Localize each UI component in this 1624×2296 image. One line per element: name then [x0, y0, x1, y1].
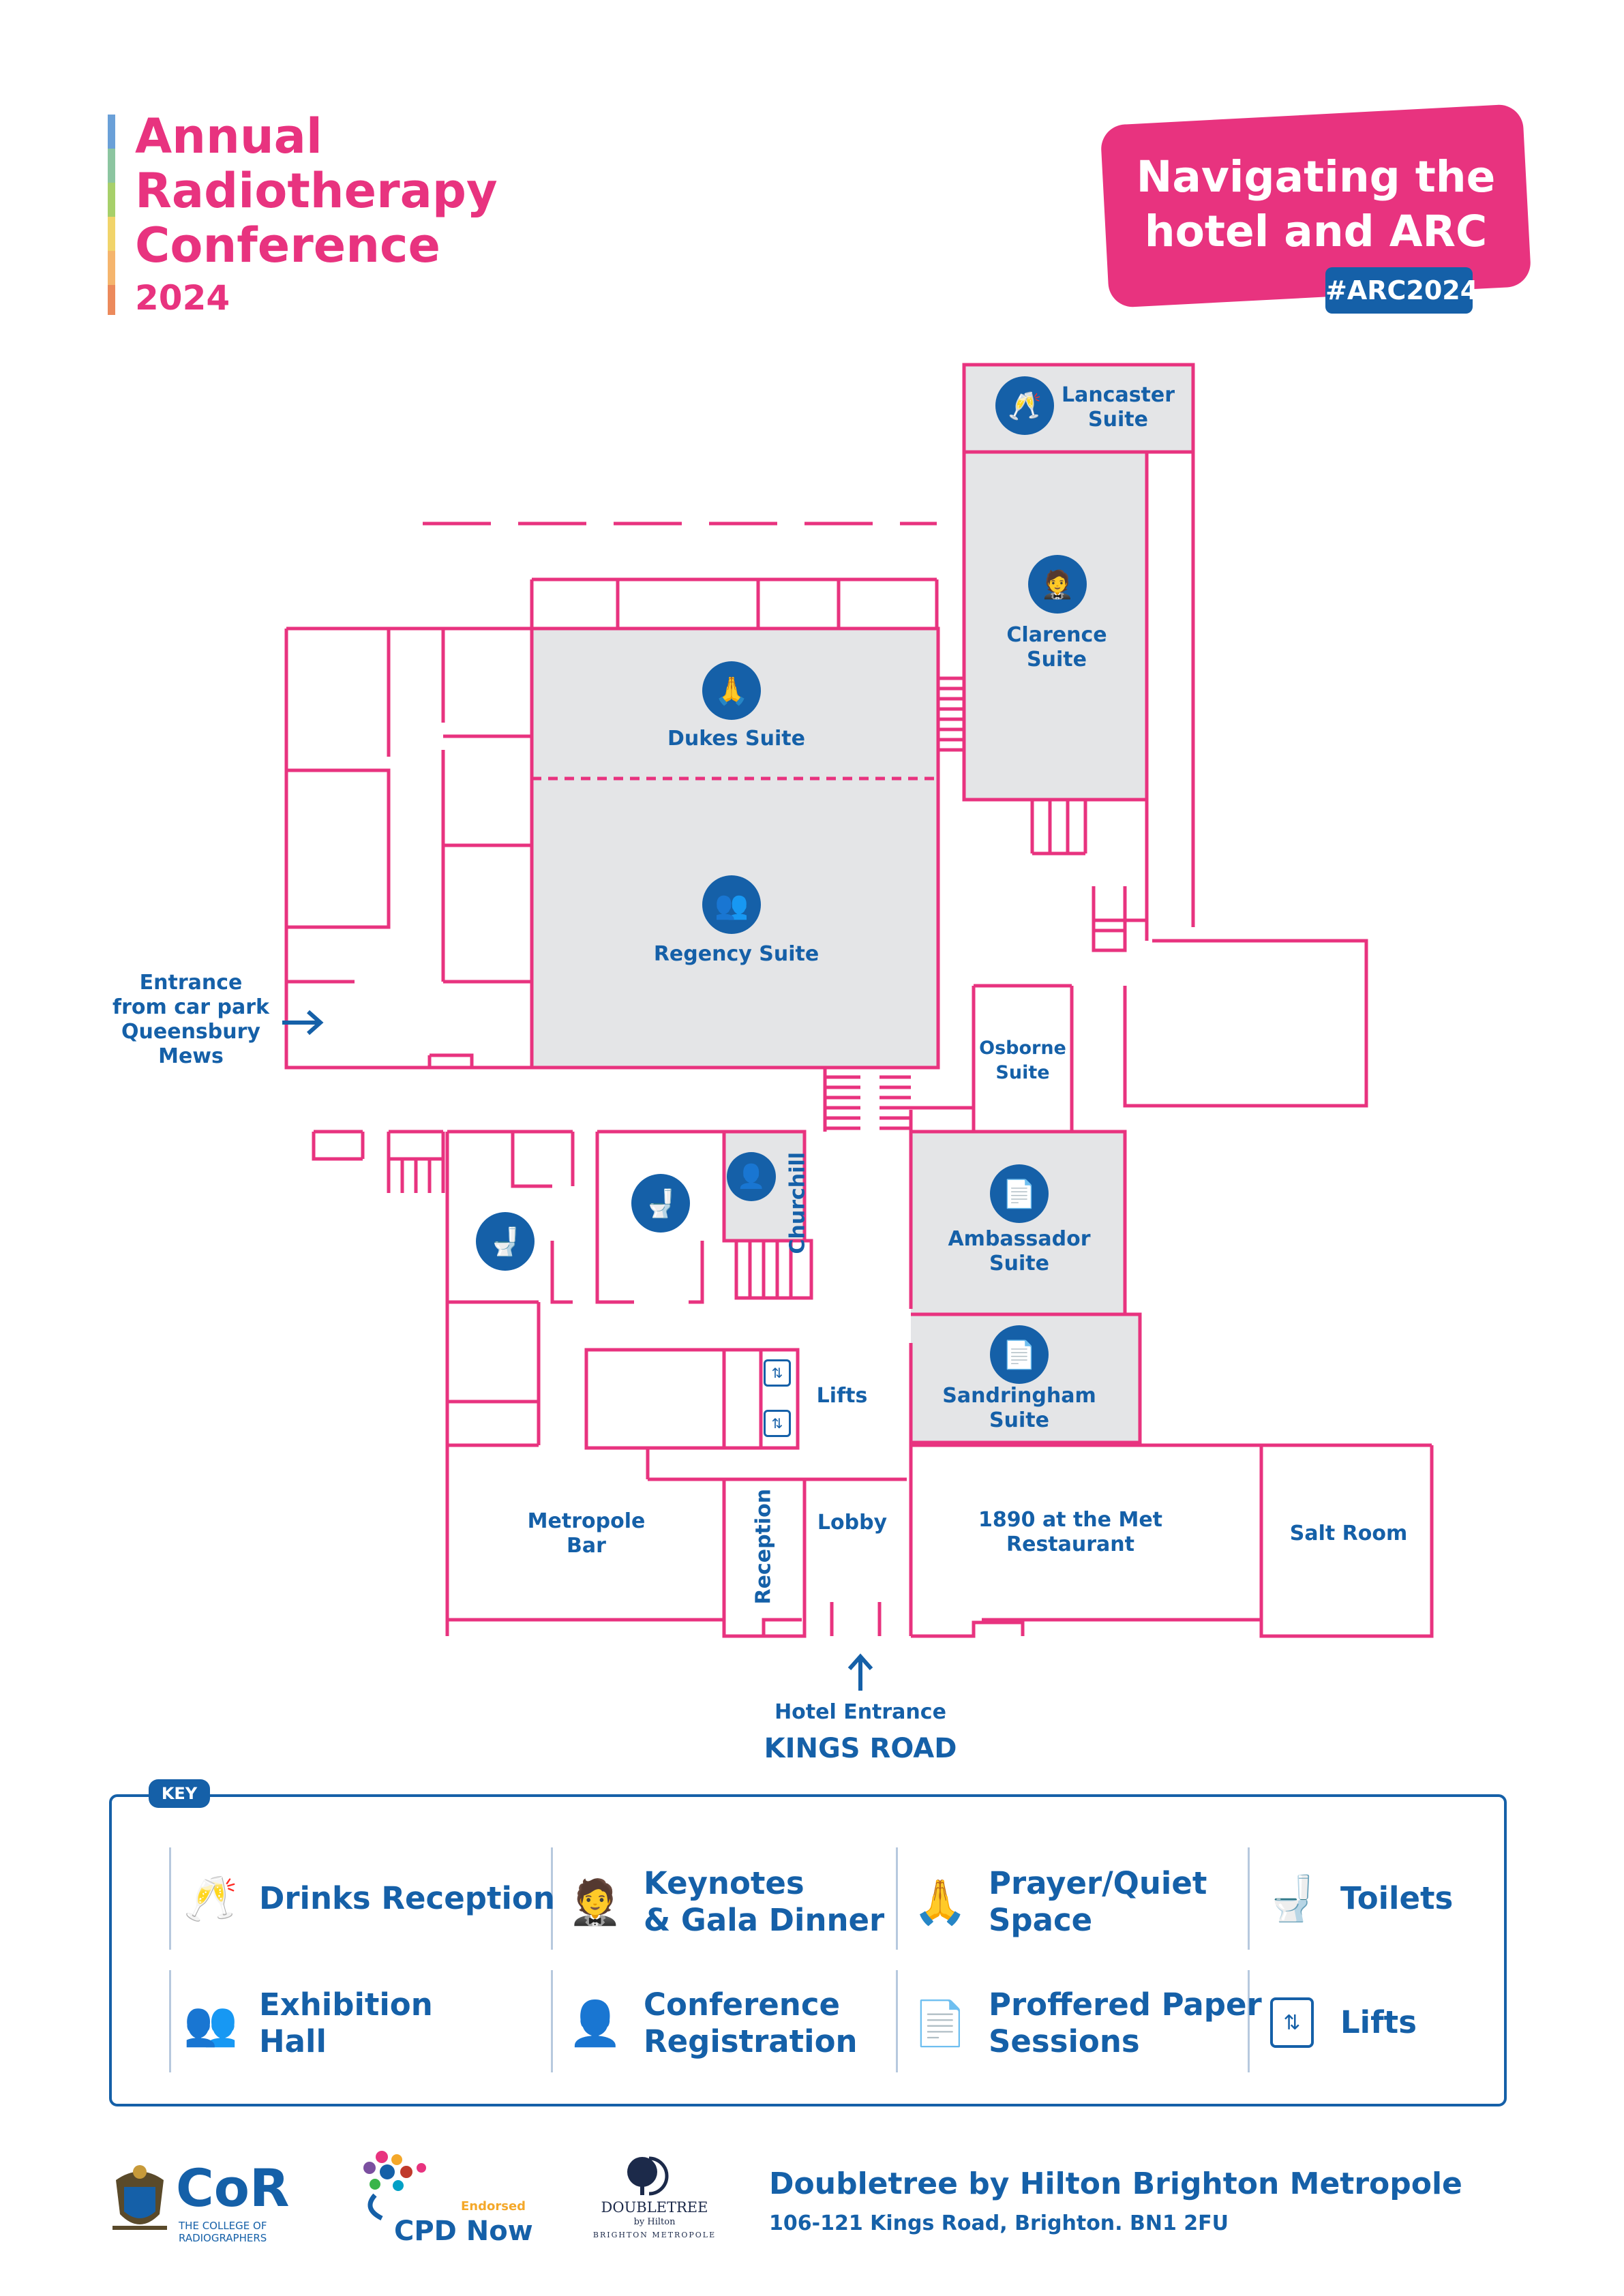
cpd-now-text: CPD Now [394, 2216, 533, 2247]
lift-icon: ⇅ [1261, 1992, 1323, 2053]
prayer-quiet-space-icon: 🙏 [702, 661, 761, 720]
accent-bar [108, 115, 115, 149]
room-fills [532, 365, 1193, 1442]
toilet-icon: 🚽 [476, 1212, 535, 1271]
key-item-prayer: 🙏 Prayer/Quiet Space [909, 1865, 1207, 1939]
conference-title-line: Annual [135, 108, 322, 164]
key-item-toilets: 🚽 Toilets [1261, 1868, 1453, 1929]
clarence-suite-area [964, 452, 1147, 800]
room-label-sandringham: Sandringham Suite [942, 1384, 1096, 1432]
cor-logo-text: CoR [176, 2158, 290, 2218]
accent-bar [108, 149, 115, 183]
ambassador-suite-area [911, 1132, 1125, 1314]
conference-registration-icon: 👤 [568, 1998, 622, 2049]
key-label: Exhibition Hall [259, 1987, 433, 2059]
key-label: Proffered Paper Sessions [989, 1987, 1262, 2059]
key-separator [896, 1970, 898, 2072]
keynotes-gala-dinner-icon: 🤵 [568, 1877, 622, 1928]
key-separator [1248, 1970, 1250, 2072]
key-tag: KEY [149, 1779, 210, 1808]
key-item-lifts: ⇅ Lifts [1261, 1992, 1417, 2053]
key-label: Prayer/Quiet Space [989, 1865, 1207, 1938]
room-label-clarence: Clarence Suite [1006, 623, 1107, 671]
conference-year: 2024 [135, 278, 230, 318]
room-label-reception: Reception [751, 1488, 776, 1605]
key-separator [1248, 1847, 1250, 1950]
room-label-dukes: Dukes Suite [667, 727, 805, 751]
toilet-icon: 🚽 [631, 1174, 690, 1233]
key-separator [896, 1847, 898, 1950]
lift-icon: ⇅ [764, 1410, 791, 1437]
road-label: KINGS ROAD [764, 1733, 957, 1764]
hotel-entrance-arrow [847, 1653, 873, 1691]
room-label-regency: Regency Suite [653, 942, 819, 966]
key-label: Toilets [1340, 1880, 1454, 1916]
arrows [282, 1010, 873, 1691]
key-item-registration: 👤 Conference Registration [565, 1987, 858, 2060]
cor-crest-logo [109, 2160, 170, 2240]
room-label-churchill: Churchill [785, 1151, 810, 1254]
accent-bar [108, 251, 115, 285]
room-label-ambassador: Ambassador Suite [948, 1227, 1091, 1275]
hashtag-badge: #ARC2024 [1325, 267, 1478, 314]
keynotes-gala-dinner-icon: 🤵 [1028, 555, 1087, 614]
proffered-paper-icon: 📄 [990, 1325, 1049, 1384]
doubletree-name: DOUBLETREE [601, 2199, 708, 2216]
venue-address: 106-121 Kings Road, Brighton. BN1 2FU [769, 2211, 1229, 2235]
accent-bar [108, 217, 115, 251]
key-label: Lifts [1340, 2004, 1417, 2040]
key-label: Keynotes & Gala Dinner [644, 1865, 885, 1938]
walls [284, 363, 1434, 1638]
lift-icon: ⇅ [764, 1359, 791, 1387]
room-label-lancaster: Lancaster Suite [1061, 383, 1175, 432]
room-label-lobby: Lobby [817, 1511, 888, 1535]
key-separator [169, 1970, 171, 2072]
room-label-salt-room: Salt Room [1289, 1522, 1408, 1545]
floor-plan [282, 363, 1434, 1691]
room-label-metropole-bar: Metropole Bar [527, 1509, 646, 1558]
key-item-exhibition: 👥 Exhibition Hall [180, 1987, 433, 2060]
prayer-quiet-space-icon: 🙏 [913, 1877, 967, 1928]
cpd-now-logo [355, 2147, 430, 2222]
key-label: Drinks Reception [259, 1880, 555, 1916]
doubletree-logo-mark [622, 2154, 674, 2198]
conference-title-line: Radiotherapy [135, 163, 498, 219]
cpd-endorsed-label: Endorsed [461, 2199, 526, 2214]
doubletree-by: by Hilton [633, 2217, 676, 2227]
proffered-paper-icon: 📄 [913, 1998, 967, 2049]
room-label-lifts: Lifts [816, 1384, 868, 1408]
banner-line: hotel and ARC [1144, 207, 1488, 256]
key-item-keynotes: 🤵 Keynotes & Gala Dinner [565, 1865, 884, 1939]
key-label: Conference Registration [644, 1987, 858, 2059]
doubletree-subtitle: BRIGHTON METROPOLE [592, 2231, 717, 2239]
exhibition-hall-icon: 👥 [702, 875, 761, 934]
key-item-drinks-reception: 🥂 Drinks Reception [180, 1868, 555, 1929]
conference-registration-icon: 👤 [727, 1152, 776, 1201]
key-separator [551, 1847, 553, 1950]
room-label-osborne: Osborne Suite [979, 1038, 1066, 1083]
map-key [109, 1794, 1507, 2106]
toilet-icon: 🚽 [1265, 1873, 1319, 1924]
navigation-banner-text: Navigating the hotel and ARC [1104, 150, 1527, 259]
drinks-reception-icon: 🥂 [183, 1873, 238, 1924]
conference-title-line: Conference [135, 217, 441, 273]
room-label-restaurant: 1890 at the Met Restaurant [978, 1508, 1162, 1556]
venue-name: Doubletree by Hilton Brighton Metropole [769, 2166, 1462, 2201]
key-separator [551, 1970, 553, 2072]
car-park-entrance-arrow [282, 1010, 324, 1036]
exhibition-hall-icon: 👥 [183, 1998, 238, 2049]
key-item-proffered-paper: 📄 Proffered Paper Sessions [909, 1987, 1262, 2060]
car-park-entrance-label: Entrance from car park Queensbury Mews [112, 971, 269, 1068]
proffered-paper-icon: 📄 [990, 1164, 1049, 1223]
cor-logo-subtitle: THE COLLEGE OF RADIOGRAPHERS [179, 2220, 267, 2244]
hotel-entrance-label: Hotel Entrance [775, 1700, 946, 1724]
banner-line: Navigating the [1136, 152, 1496, 202]
drinks-reception-icon: 🥂 [995, 376, 1054, 435]
key-separator [169, 1847, 171, 1950]
accent-bar [108, 285, 115, 315]
accent-bar [108, 183, 115, 217]
